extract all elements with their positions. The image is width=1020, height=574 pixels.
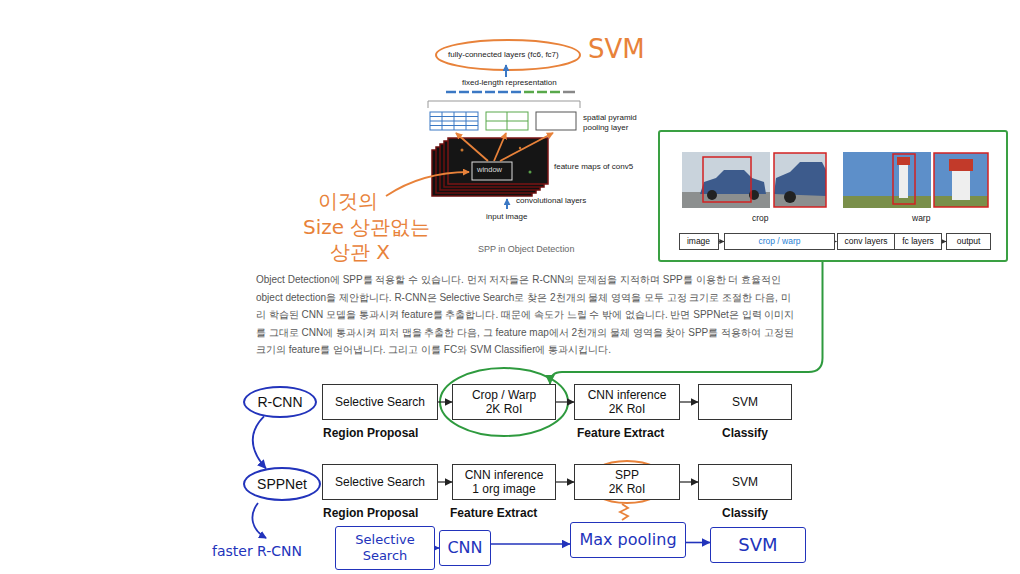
handwritten-note: SVM	[588, 34, 645, 65]
process-box: CNN inference2K RoI	[574, 384, 680, 420]
node-text: 1 org image	[472, 482, 535, 496]
pipeline-box: crop / warp	[724, 233, 835, 250]
node-text: Selective Search	[335, 475, 425, 489]
connector-arrow	[680, 401, 698, 402]
node-text: SPPNet	[257, 476, 307, 493]
handwritten-note: faster R-CNN	[212, 543, 302, 560]
spp-figure	[386, 40, 580, 209]
stage-label: Feature Extract	[450, 506, 537, 520]
node-text: 2K RoI	[609, 482, 646, 496]
node-text: 2K RoI	[486, 402, 523, 416]
node-text: 2K RoI	[609, 402, 646, 416]
figure-label: window	[477, 165, 502, 174]
figure-label: fixed-length representation	[462, 78, 557, 88]
figure-label: spatial pyramid pooling layer	[583, 113, 647, 132]
model-ellipse: R-CNN	[243, 386, 317, 418]
node-text: output	[957, 236, 981, 246]
handwritten-note: Size 상관없는	[303, 215, 430, 239]
figure-label: feature maps of conv5	[554, 162, 633, 172]
process-box: Selective Search	[322, 464, 438, 500]
bracket	[428, 101, 580, 108]
stage-label: Region Proposal	[323, 506, 418, 520]
figure-caption: SPP in Object Detection	[478, 244, 574, 255]
node-text: SVM	[732, 395, 758, 409]
connector-arrow	[680, 481, 698, 482]
node-text: Selective Search	[335, 395, 425, 409]
process-box: SVM	[698, 464, 792, 500]
node-text: CNN inference	[588, 388, 667, 402]
connector-arrow	[686, 542, 710, 544]
figure-label: input image	[486, 212, 527, 222]
crop-warp-photos	[682, 152, 988, 208]
orange-annotation-arrows	[386, 133, 553, 196]
pipeline-box: conv layers	[837, 233, 896, 250]
process-box: Crop / Warp2K RoI	[452, 384, 556, 420]
orange-circle	[436, 40, 580, 70]
pipeline-box: output	[946, 233, 991, 250]
pipeline-box: fc layers	[894, 233, 942, 250]
orange-squiggle	[620, 504, 628, 520]
up-arrow	[505, 65, 507, 77]
process-box: SPP2K RoI	[574, 464, 680, 500]
node-text: Crop / Warp	[472, 388, 536, 402]
node-text: SVM	[738, 534, 777, 556]
connector-arrow	[556, 481, 574, 482]
pipeline-box: image	[679, 233, 719, 250]
connector-arrow	[556, 401, 574, 402]
stage-label: Feature Extract	[577, 426, 664, 440]
image-caption: warp	[912, 213, 930, 223]
image-caption: crop	[752, 213, 769, 223]
handwritten-note: 상관 X	[330, 240, 390, 264]
node-text: CNN inference	[465, 468, 544, 482]
process-box: SVM	[698, 384, 792, 420]
node-text: SPP	[615, 468, 639, 482]
window-box	[472, 162, 512, 180]
handwritten-box: Max pooling	[570, 522, 686, 558]
figure-label: fully-connected layers (fc6, fc7)	[448, 50, 559, 60]
pyramid-grids	[430, 112, 576, 130]
up-arrow	[506, 199, 508, 209]
connector-arrow	[438, 401, 452, 402]
node-text: SVM	[732, 475, 758, 489]
node-text: conv layers	[845, 236, 888, 246]
connector-arrow	[253, 416, 266, 468]
handwritten-box: SVM	[710, 527, 806, 563]
green-circle	[440, 368, 568, 436]
node-text: crop / warp	[758, 236, 800, 246]
model-ellipse: SPPNet	[243, 467, 321, 501]
stage-label: Classify	[722, 506, 768, 520]
fixed-length-vector	[446, 91, 575, 94]
figure-label: convolutional layers	[516, 196, 586, 206]
handwritten-box: Selective Search	[335, 526, 435, 570]
feature-map-stack	[432, 138, 548, 196]
connector-arrow	[438, 481, 452, 482]
blue-arrow	[252, 503, 266, 538]
handwritten-box: CNN	[439, 530, 491, 566]
node-text: Max pooling	[579, 530, 676, 549]
stage-label: Region Proposal	[323, 426, 418, 440]
stage-label: Classify	[722, 426, 768, 440]
node-text: Selective Search	[336, 532, 434, 563]
node-text: image	[687, 236, 710, 246]
body-paragraph: Object Detection에 SPP를 적용할 수 있습니다. 먼저 저자…	[256, 271, 796, 359]
process-box: CNN inference1 org image	[452, 464, 556, 500]
process-box: Selective Search	[322, 384, 438, 420]
handwritten-note: 이것의	[318, 189, 378, 213]
node-text: CNN	[447, 538, 482, 557]
connector-arrow	[491, 543, 570, 545]
node-text: R-CNN	[257, 394, 302, 411]
green-panel: crop warp image crop / warp conv layers fc la…	[658, 130, 1008, 262]
node-text: fc layers	[902, 236, 934, 246]
